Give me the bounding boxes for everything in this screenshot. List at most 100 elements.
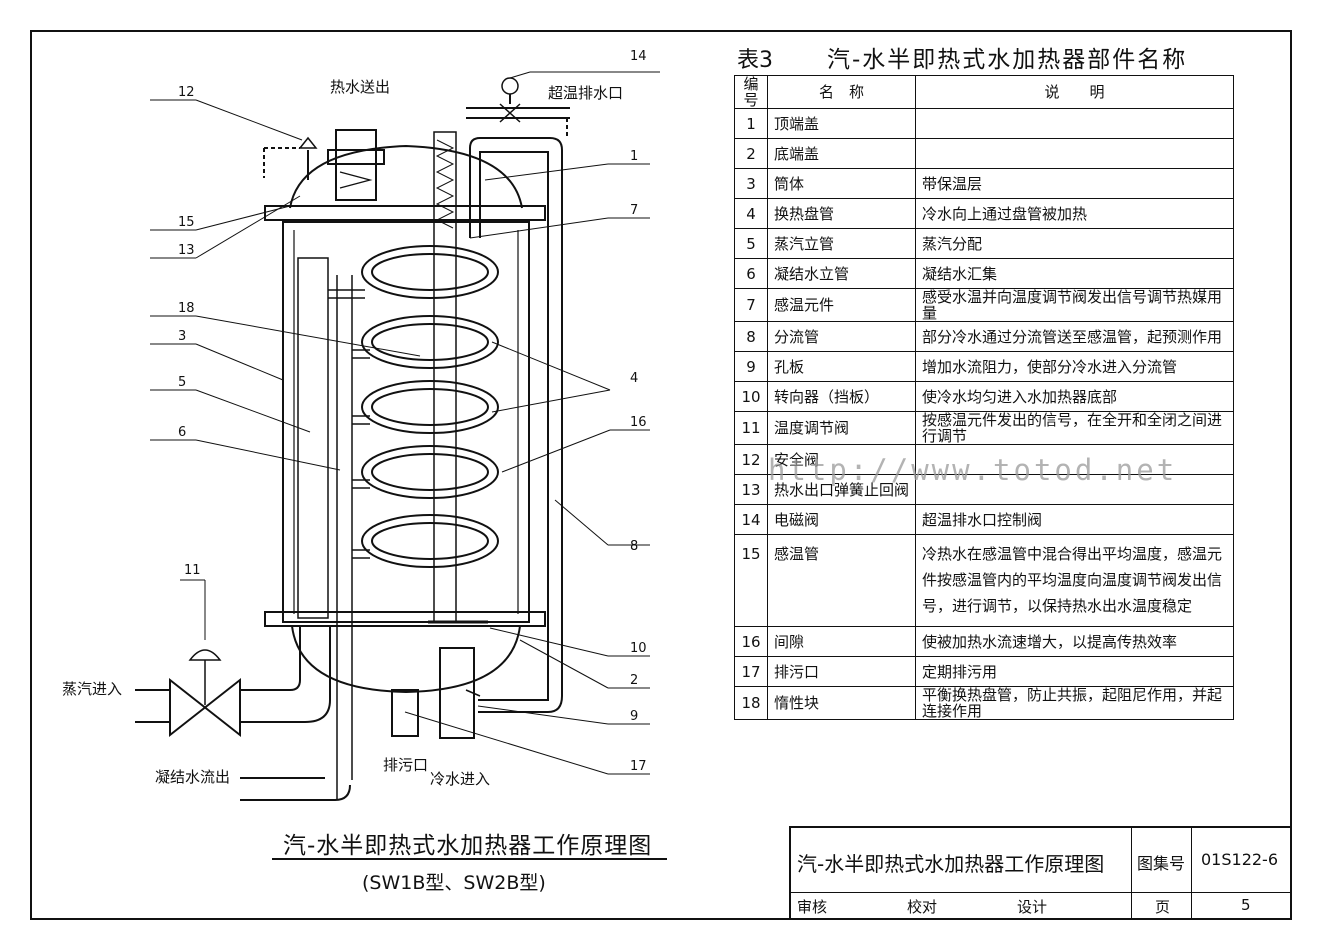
table-cell: 7 (734, 288, 768, 322)
table-cell (915, 138, 1234, 169)
table-cell: 10 (734, 381, 768, 412)
table-cell: 8 (734, 321, 768, 352)
table-title: 汽-水半即热式水加热器部件名称 (827, 47, 1188, 73)
callout-3: 3 (178, 329, 186, 344)
callout-17: 17 (630, 759, 647, 774)
table-cell: 5 (734, 228, 768, 259)
table-cell: 冷热水在感温管中混合得出平均温度，感温元件按感温管内的平均温度向温度调节阀发出信… (915, 534, 1234, 627)
table-cell: 13 (734, 474, 768, 505)
table-cell: 排污口 (766, 656, 917, 687)
header-name: 名 称 (766, 75, 917, 109)
label-hot-out: 热水送出 (330, 78, 390, 96)
table-cell: 平衡换热盘管，防止共振，起阻尼作用，并起连接作用 (915, 686, 1234, 720)
table-cell: 2 (734, 138, 768, 169)
table-cell: 增加水流阻力，使部分冷水进入分流管 (915, 351, 1234, 382)
table-cell: 9 (734, 351, 768, 382)
table-cell: 顶端盖 (766, 108, 917, 139)
atlas-label: 图集号 (1137, 854, 1186, 873)
header-desc: 说 明 (915, 75, 1234, 109)
table-cell: 惰性块 (766, 686, 917, 720)
top-head (289, 144, 523, 209)
table-cell: 筒体 (766, 168, 917, 199)
table-cell: 安全阀 (766, 444, 917, 475)
page-number: 5 (1241, 896, 1251, 914)
callout-5: 5 (178, 375, 186, 390)
callout-15: 15 (178, 215, 195, 230)
table-cell: 间隙 (766, 626, 917, 657)
callout-18: 18 (178, 301, 195, 316)
table-cell: 定期排污用 (915, 656, 1234, 687)
table-cell: 感温管 (766, 534, 917, 627)
table-cell: 分流管 (766, 321, 917, 352)
table-cell: 冷水向上通过盘管被加热 (915, 198, 1234, 229)
table-header-row: 编号 名 称 说 明 (734, 75, 1234, 109)
label-blowdown: 排污口 (383, 756, 428, 774)
title-block: 汽-水半即热式水加热器工作原理图 图集号 01S122-6 审核 校对 设计 页… (789, 826, 1292, 920)
atlas-number: 01S122-6 (1201, 850, 1279, 869)
table-cell: 1 (734, 108, 768, 139)
table-cell: 6 (734, 258, 768, 289)
table-cell: 12 (734, 444, 768, 475)
table-cell: 电磁阀 (766, 504, 917, 535)
drawing-frame (30, 30, 1292, 920)
callout-2: 2 (630, 673, 638, 688)
table-cell: 17 (734, 656, 768, 687)
table-cell: 18 (734, 686, 768, 720)
table-cell: 换热盘管 (766, 198, 917, 229)
header-no: 编号 (734, 75, 768, 109)
coils (361, 245, 499, 568)
callout-4: 4 (630, 371, 638, 386)
table-cell: 孔板 (766, 351, 917, 382)
caption-underline (272, 858, 667, 860)
label-condensate-out: 凝结水流出 (155, 768, 230, 786)
table-cell: 超温排水口控制阀 (915, 504, 1234, 535)
watermark: http://www.totod.net (768, 453, 1178, 487)
callout-7: 7 (630, 203, 638, 218)
callout-1: 1 (630, 149, 638, 164)
table-cell: 使被加热水流速增大，以提高传热效率 (915, 626, 1234, 657)
table-cell: 带保温层 (915, 168, 1234, 199)
label-steam-in: 蒸汽进入 (62, 680, 122, 698)
label-cold-in: 冷水进入 (430, 770, 490, 788)
callout-11: 11 (184, 563, 201, 578)
design-label: 设计 (1017, 898, 1048, 916)
page-label: 页 (1155, 898, 1171, 916)
table-cell: 底端盖 (766, 138, 917, 169)
callout-12: 12 (178, 85, 195, 100)
title-block-row-1: 汽-水半即热式水加热器工作原理图 图集号 01S122-6 (791, 828, 1290, 893)
steam-riser (297, 257, 329, 619)
callout-6: 6 (178, 425, 186, 440)
table-cell: 14 (734, 504, 768, 535)
check-label: 校对 (907, 898, 938, 916)
callout-16: 16 (630, 415, 647, 430)
title-block-row-2: 审核 校对 设计 页 5 (791, 892, 1290, 918)
drawing-name: 汽-水半即热式水加热器工作原理图 (797, 852, 1105, 876)
table-cell: 使冷水均匀进入水加热器底部 (915, 381, 1234, 412)
table-cell: 感受水温并向温度调节阀发出信号调节热媒用量 (915, 288, 1234, 322)
table-cell: 凝结水立管 (766, 258, 917, 289)
bottom-flange (264, 611, 546, 627)
table-cell: 4 (734, 198, 768, 229)
table-cell: 蒸汽立管 (766, 228, 917, 259)
table-cell: 11 (734, 411, 768, 445)
table-cell: 3 (734, 168, 768, 199)
label-overtemp-drain: 超温排水口 (548, 84, 623, 102)
table-cell: 凝结水汇集 (915, 258, 1234, 289)
